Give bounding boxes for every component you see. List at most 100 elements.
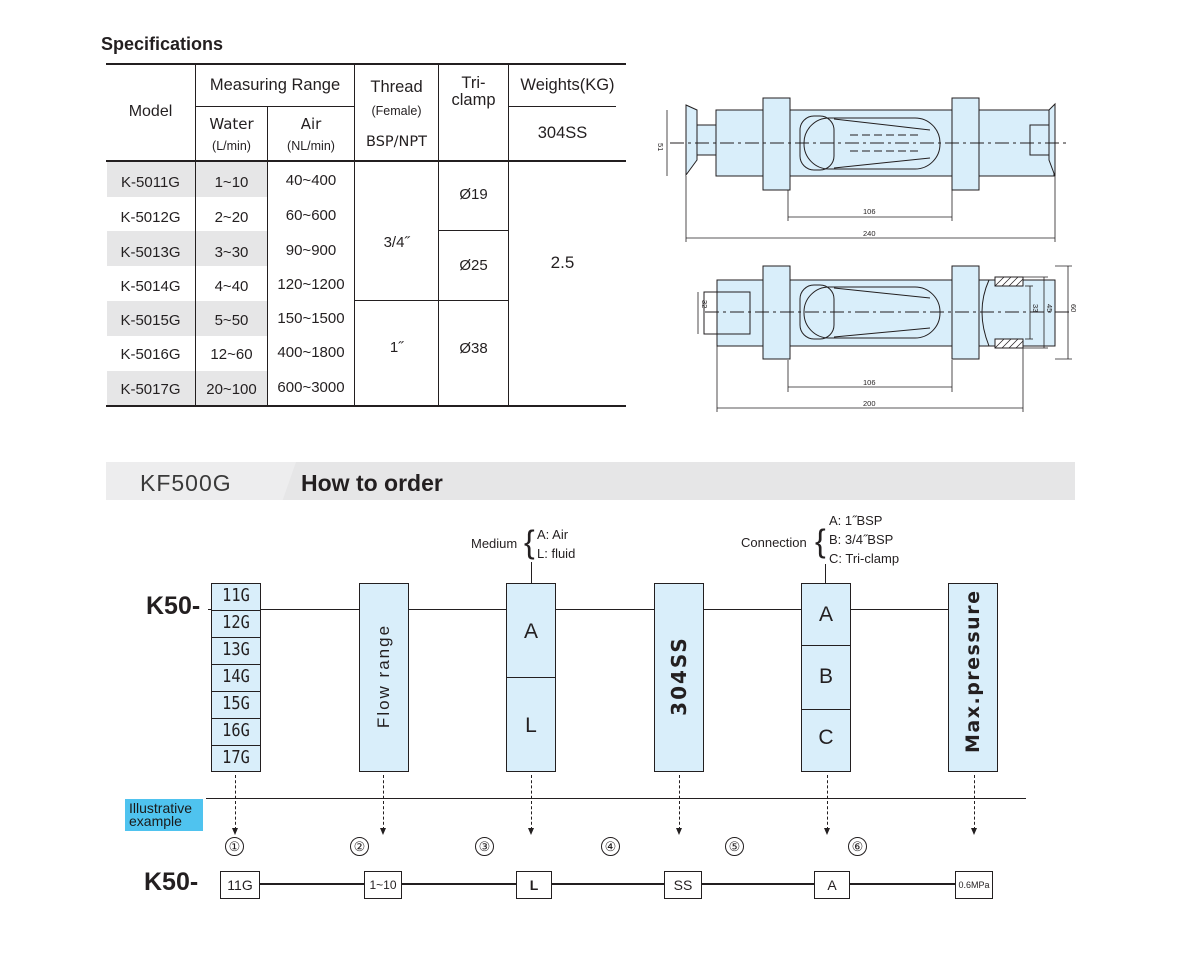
step-number: ② xyxy=(350,837,369,856)
header-model: Model xyxy=(128,103,173,121)
arrow-head-icon xyxy=(232,828,238,835)
table-rule xyxy=(196,106,354,107)
max-pressure-label: Max.pressure xyxy=(962,589,984,753)
table-top-rule xyxy=(106,63,626,65)
divider xyxy=(801,645,851,646)
cell-air: 60~600 xyxy=(285,206,337,224)
cell-water: 4~40 xyxy=(214,277,249,295)
flowmeter-side-view xyxy=(685,97,1056,191)
material-label: 304SS xyxy=(667,636,691,716)
model-code-option: 13G xyxy=(222,639,250,661)
row-shade xyxy=(107,371,267,406)
dim-label: 106 xyxy=(863,207,876,216)
connection-code-option: A xyxy=(818,602,833,626)
dashed-arrow xyxy=(827,775,828,830)
dashed-arrow xyxy=(679,775,680,830)
step-number: ③ xyxy=(475,837,494,856)
example-material: SS xyxy=(664,871,702,899)
cell-model: K-5016G xyxy=(120,345,181,363)
flowmeter-section-view xyxy=(703,265,1056,360)
header-material: 304SS xyxy=(537,124,588,143)
dim-label: 60 xyxy=(1069,304,1078,312)
illustrative-example-badge: Illustrative example xyxy=(125,799,203,831)
flow-range-label: Flow range xyxy=(374,623,393,729)
model-code-option: 11G xyxy=(222,585,250,607)
dashed-arrow xyxy=(383,775,384,830)
dim-label: 200 xyxy=(863,399,876,408)
product-series-label: KF500G xyxy=(140,470,232,496)
cell-triclamp: Ø25 xyxy=(459,256,488,274)
divider xyxy=(211,637,261,638)
connection-label: Connection xyxy=(741,535,807,550)
cell-water: 1~10 xyxy=(214,173,249,191)
cell-model: K-5014G xyxy=(120,277,181,295)
example-pressure: 0.6MPa xyxy=(955,871,993,899)
header-triclamp: Tri- clamp xyxy=(451,74,496,109)
dim-label: 45 xyxy=(1045,304,1054,312)
cell-model: K-5015G xyxy=(120,311,181,329)
table-col-rule xyxy=(438,65,439,405)
cell-model: K-5012G xyxy=(120,208,181,226)
header-water: Water xyxy=(209,115,254,134)
cell-air: 150~1500 xyxy=(277,309,345,327)
medium-options: A: Air L: fluid xyxy=(537,527,576,561)
example-line xyxy=(258,883,958,885)
cell-triclamp: Ø19 xyxy=(459,185,488,203)
cell-water: 3~30 xyxy=(214,243,249,261)
table-header-rule xyxy=(106,160,626,162)
model-code-option: 15G xyxy=(222,693,250,715)
dashed-arrow xyxy=(531,775,532,830)
row-shade xyxy=(107,162,267,197)
cell-triclamp: Ø38 xyxy=(459,339,488,357)
how-to-order-tab xyxy=(106,462,296,500)
arrow-head-icon xyxy=(824,828,830,835)
table-col-rule xyxy=(508,65,509,405)
cell-air: 600~3000 xyxy=(277,378,345,396)
model-code-stack: 11G 12G 13G 14G 15G 16G 17G xyxy=(211,583,261,772)
example-separator xyxy=(206,798,1026,799)
material-box xyxy=(654,583,704,772)
header-air-unit: (NL/min) xyxy=(287,138,335,153)
step-number: ⑥ xyxy=(848,837,867,856)
cell-water: 12~60 xyxy=(210,345,253,363)
cell-thread: 3/4˝ xyxy=(383,233,410,251)
arrow-head-icon xyxy=(380,828,386,835)
table-rule xyxy=(354,300,509,301)
example-model-code: 11G xyxy=(220,871,260,899)
header-thread: Thread xyxy=(370,77,423,96)
connection-brace: { xyxy=(815,523,826,559)
table-col-rule xyxy=(195,65,196,405)
header-air: Air xyxy=(300,115,322,134)
dashed-arrow xyxy=(235,775,236,830)
connection-connector xyxy=(825,564,826,583)
how-to-order-title: How to order xyxy=(301,470,443,496)
cell-water: 20~100 xyxy=(206,380,257,398)
order-prefix: K50- xyxy=(146,592,201,620)
code-connector-line xyxy=(208,609,950,610)
step-number: ① xyxy=(225,837,244,856)
medium-code-option: L xyxy=(525,713,537,737)
header-weights: Weights(KG) xyxy=(520,76,615,95)
header-measuring-range: Measuring Range xyxy=(209,76,341,95)
connection-code-option: C xyxy=(818,725,834,749)
table-rule xyxy=(439,230,509,231)
medium-label: Medium xyxy=(471,536,518,551)
table-rule xyxy=(509,106,616,107)
divider xyxy=(211,664,261,665)
cell-weight: 2.5 xyxy=(550,252,575,272)
cell-model: K-5017G xyxy=(120,380,181,398)
arrow-head-icon xyxy=(676,828,682,835)
cell-air: 120~1200 xyxy=(277,275,345,293)
max-pressure-box xyxy=(948,583,998,772)
cell-water: 2~20 xyxy=(214,208,249,226)
example-prefix: K50- xyxy=(144,868,199,896)
dim-label: 33 xyxy=(1031,304,1040,312)
specifications-title: Specifications xyxy=(101,34,224,54)
row-shade xyxy=(107,301,267,336)
header-thread-standard: BSP/NPT xyxy=(366,133,427,150)
cell-water: 5~50 xyxy=(214,311,249,329)
cell-air: 90~900 xyxy=(285,241,337,259)
model-code-option: 16G xyxy=(222,720,250,742)
cell-model: K-5013G xyxy=(120,243,181,261)
medium-connector xyxy=(531,562,532,583)
